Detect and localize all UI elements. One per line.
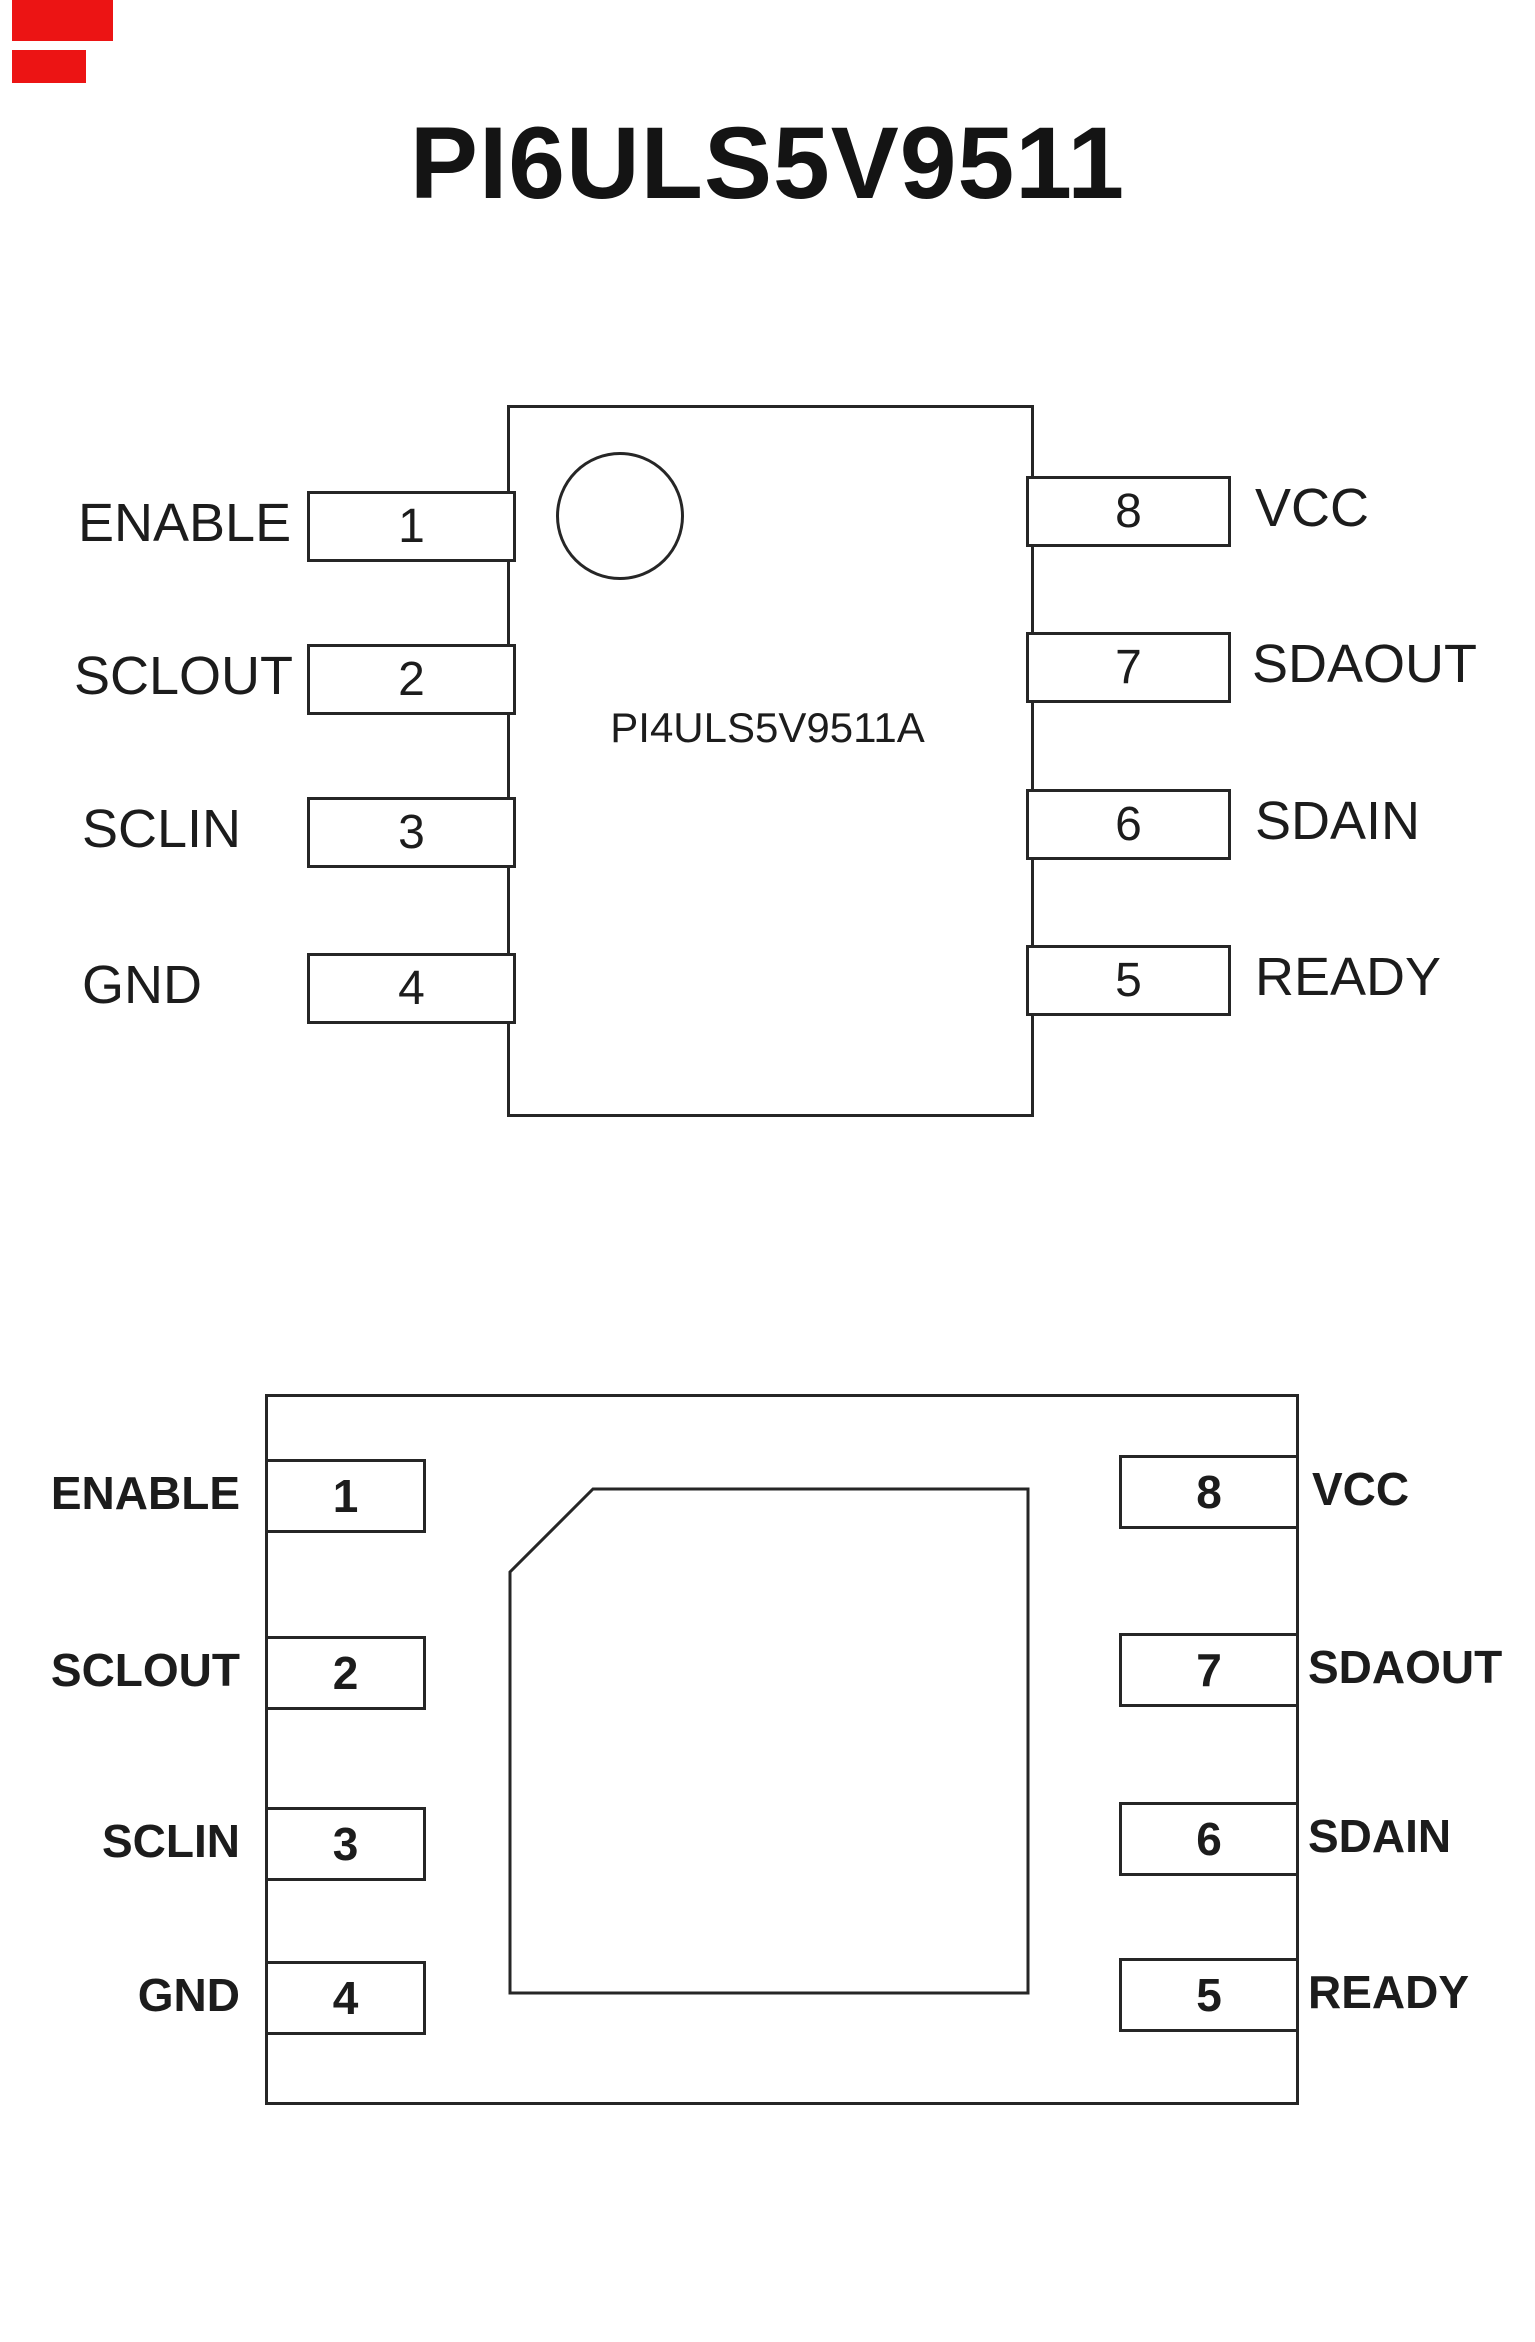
pin-label-sclout: SCLOUT: [74, 646, 294, 706]
pin-label-vcc: VCC: [1312, 1463, 1410, 1515]
pin1-indicator-circle: [556, 452, 684, 580]
pin-box-1: 1: [265, 1459, 426, 1533]
pin-label-sdain: SDAIN: [1255, 791, 1421, 851]
pin-box-3: 3: [265, 1807, 426, 1881]
pin-box-7: 7: [1026, 632, 1231, 703]
pin-box-4: 4: [307, 953, 516, 1024]
pin-label-ready: READY: [1308, 1966, 1470, 2018]
red-scribble-mark: [12, 50, 86, 83]
pin-box-2: 2: [265, 1636, 426, 1710]
pin-box-3: 3: [307, 797, 516, 868]
pin-label-enable: ENABLE: [78, 493, 292, 553]
red-scribble-mark: [12, 0, 113, 41]
pin-box-8: 8: [1119, 1455, 1299, 1529]
pin-label-ready: READY: [1255, 947, 1442, 1007]
pin-box-7: 7: [1119, 1633, 1299, 1707]
pin-box-5: 5: [1026, 945, 1231, 1016]
chip-part-number: PI4ULS5V9511A: [610, 704, 925, 751]
pin-box-5: 5: [1119, 1958, 1299, 2032]
pin-label-sclin: SCLIN: [82, 799, 242, 859]
page-title: PI6ULS5V9511: [409, 106, 1126, 220]
pin-box-1: 1: [307, 491, 516, 562]
pin-label-sclout: SCLOUT: [50, 1644, 240, 1696]
pin-label-sdaout: SDAOUT: [1308, 1641, 1503, 1693]
pin-label-gnd: GND: [82, 955, 202, 1015]
pin-label-enable: ENABLE: [50, 1467, 240, 1519]
pin-box-4: 4: [265, 1961, 426, 2035]
pin-label-sdaout: SDAOUT: [1252, 634, 1478, 694]
pin-box-6: 6: [1119, 1802, 1299, 1876]
pin-label-sdain: SDAIN: [1308, 1810, 1452, 1862]
pin-box-8: 8: [1026, 476, 1231, 547]
pin-label-sclin: SCLIN: [102, 1815, 240, 1867]
pin-label-vcc: VCC: [1255, 478, 1370, 538]
exposed-pad-outline: [508, 1487, 1030, 1995]
pin-box-2: 2: [307, 644, 516, 715]
pin-box-6: 6: [1026, 789, 1231, 860]
pin-label-gnd: GND: [137, 1969, 240, 2021]
